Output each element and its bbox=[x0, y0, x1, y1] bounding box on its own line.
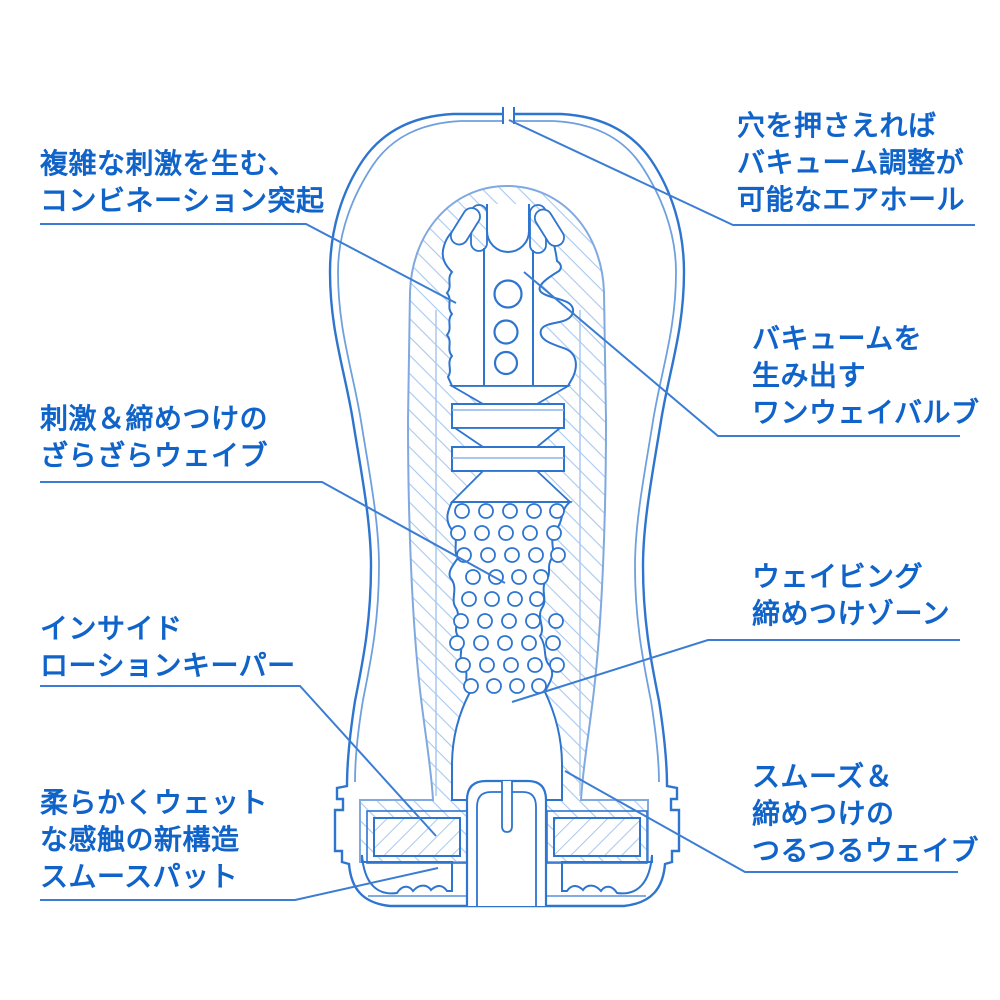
label-line: インサイド bbox=[40, 613, 183, 644]
valve-holes bbox=[493, 279, 523, 376]
base-structure bbox=[361, 779, 653, 906]
label-line: スムーズ＆ bbox=[752, 761, 894, 792]
label-one-way-valve: バキュームを 生み出す ワンウェイバルブ bbox=[752, 320, 979, 431]
label-line: 刺激＆締めつけの bbox=[40, 403, 269, 434]
label-line: ウェイビング bbox=[752, 561, 924, 592]
wave-rings bbox=[448, 385, 573, 503]
leader-air-hole bbox=[508, 119, 975, 226]
label-line: ざらざらウェイブ bbox=[40, 440, 269, 471]
label-line: スムースパット bbox=[40, 861, 239, 892]
leader-tsurutsuru-wave bbox=[564, 770, 958, 873]
label-smooth-pad: 柔らかくウェット な感触の新構造 スムースパット bbox=[40, 784, 268, 895]
label-line: 柔らかくウェット bbox=[40, 787, 269, 818]
label-combination-protrusions: 複雑な刺激を生む、 コンビネーション突起 bbox=[40, 145, 324, 219]
label-line: な感触の新構造 bbox=[40, 824, 240, 855]
leader-zarazara-wave bbox=[40, 481, 506, 584]
inner-channel bbox=[441, 204, 577, 801]
label-line: 締めつけゾーン bbox=[752, 598, 951, 629]
leader-combination bbox=[40, 223, 457, 304]
center-u-slot bbox=[486, 204, 530, 253]
leader-smooth-pad bbox=[40, 867, 439, 901]
air-hole bbox=[502, 107, 515, 124]
label-line: バキューム調整が bbox=[737, 147, 965, 178]
bottom-slit bbox=[501, 781, 513, 833]
leader-lotion-keeper bbox=[40, 685, 437, 837]
lotion-keeper-pads bbox=[366, 810, 648, 864]
label-line: 複雑な刺激を生む、 bbox=[40, 148, 297, 179]
leader-lines bbox=[40, 119, 975, 901]
label-line: ワンウェイバルブ bbox=[752, 397, 980, 428]
label-line: 可能なエアホール bbox=[737, 184, 966, 215]
stimulation-dot-zone bbox=[446, 501, 573, 801]
one-way-valve bbox=[483, 248, 534, 386]
label-tsurutsuru-wave: スムーズ＆ 締めつけの つるつるウェイブ bbox=[752, 758, 979, 869]
label-line: ローションキーパー bbox=[40, 650, 296, 681]
label-zarazara-wave: 刺激＆締めつけの ざらざらウェイブ bbox=[40, 400, 268, 474]
label-line: 穴を押さえれば bbox=[737, 110, 937, 141]
label-line: バキュームを bbox=[752, 323, 923, 354]
side-slots bbox=[449, 207, 565, 247]
label-line: コンビネーション突起 bbox=[40, 185, 325, 216]
stimulation-dots bbox=[449, 503, 566, 694]
label-waving-tightening-zone: ウェイビング 締めつけゾーン bbox=[752, 558, 950, 632]
leader-waving-zone bbox=[511, 639, 960, 703]
label-line: 生み出す bbox=[752, 360, 867, 391]
label-air-hole: 穴を押さえれば バキューム調整が 可能なエアホール bbox=[737, 107, 965, 218]
center-bottom-channel bbox=[465, 779, 548, 906]
label-line: つるつるウェイブ bbox=[752, 835, 979, 866]
leader-one-way-valve bbox=[523, 271, 960, 437]
label-line: 締めつけの bbox=[752, 798, 895, 829]
label-inside-lotion-keeper: インサイド ローションキーパー bbox=[40, 610, 296, 684]
